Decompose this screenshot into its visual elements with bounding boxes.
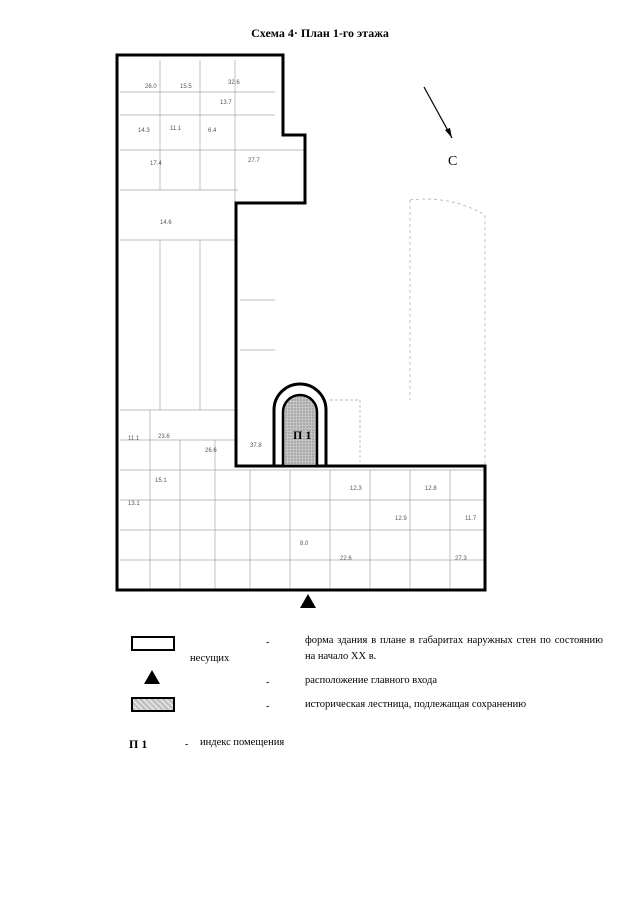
room-label: 13.1	[128, 501, 140, 507]
room-label: 11.1	[128, 436, 140, 442]
room-label: 11.1	[170, 126, 182, 132]
stair-index-label: П 1	[293, 428, 312, 442]
main-entrance-marker	[300, 594, 316, 608]
room-labels: 26.0 15.5 32.6 13.7 14.3 11.1 6.4 17.4 1…	[128, 80, 477, 562]
room-label: 12.8	[425, 486, 437, 492]
historic-stair	[272, 382, 328, 466]
room-label: 37.8	[250, 443, 262, 449]
legend-dash: -	[185, 739, 189, 750]
building-outline	[115, 53, 487, 592]
room-label: 14.3	[138, 128, 150, 134]
legend-outline-swatch	[131, 636, 175, 651]
room-label: 27.3	[455, 556, 467, 562]
historic-stair-fill	[281, 393, 319, 468]
legend-dash: -	[266, 677, 270, 688]
room-label: 27.7	[248, 158, 260, 164]
compass-label: С	[448, 154, 458, 169]
room-label: 26.6	[205, 448, 217, 454]
page-title: Схема 4· План 1-го этажа	[251, 26, 389, 40]
room-label: 12.9	[395, 516, 407, 522]
room-label: 12.3	[350, 486, 362, 492]
room-label: 14.6	[160, 220, 172, 226]
room-label: 11.7	[465, 516, 477, 522]
room-label: 26.0	[145, 84, 157, 90]
north-arrow	[423, 86, 453, 139]
legend-text-prefix: несущих	[190, 653, 230, 664]
room-label: 15.1	[155, 478, 167, 484]
legend-stair-swatch	[131, 697, 175, 712]
room-label: 32.6	[228, 80, 240, 86]
inner-partitions	[120, 60, 486, 590]
room-label: 23.6	[158, 434, 170, 440]
legend-dash: -	[266, 637, 270, 648]
legend-text-outline: форма здания в плане в габаритах наружны…	[305, 635, 603, 662]
room-label: 13.7	[220, 100, 232, 106]
room-label: 6.4	[208, 128, 217, 134]
legend-text-index: индекс помещения	[200, 737, 285, 748]
room-label: 22.6	[340, 556, 352, 562]
legend-index-key: П 1	[129, 737, 148, 751]
legend-text-entrance: расположение главного входа	[305, 675, 438, 686]
legend-entrance-swatch	[144, 670, 160, 684]
room-label: 17.4	[150, 161, 162, 167]
room-label: 15.5	[180, 84, 192, 90]
room-label: 8.0	[300, 541, 309, 547]
legend-dash: -	[266, 701, 270, 712]
legend-text-stair: историческая лестница, подлежащая сохран…	[305, 699, 527, 710]
